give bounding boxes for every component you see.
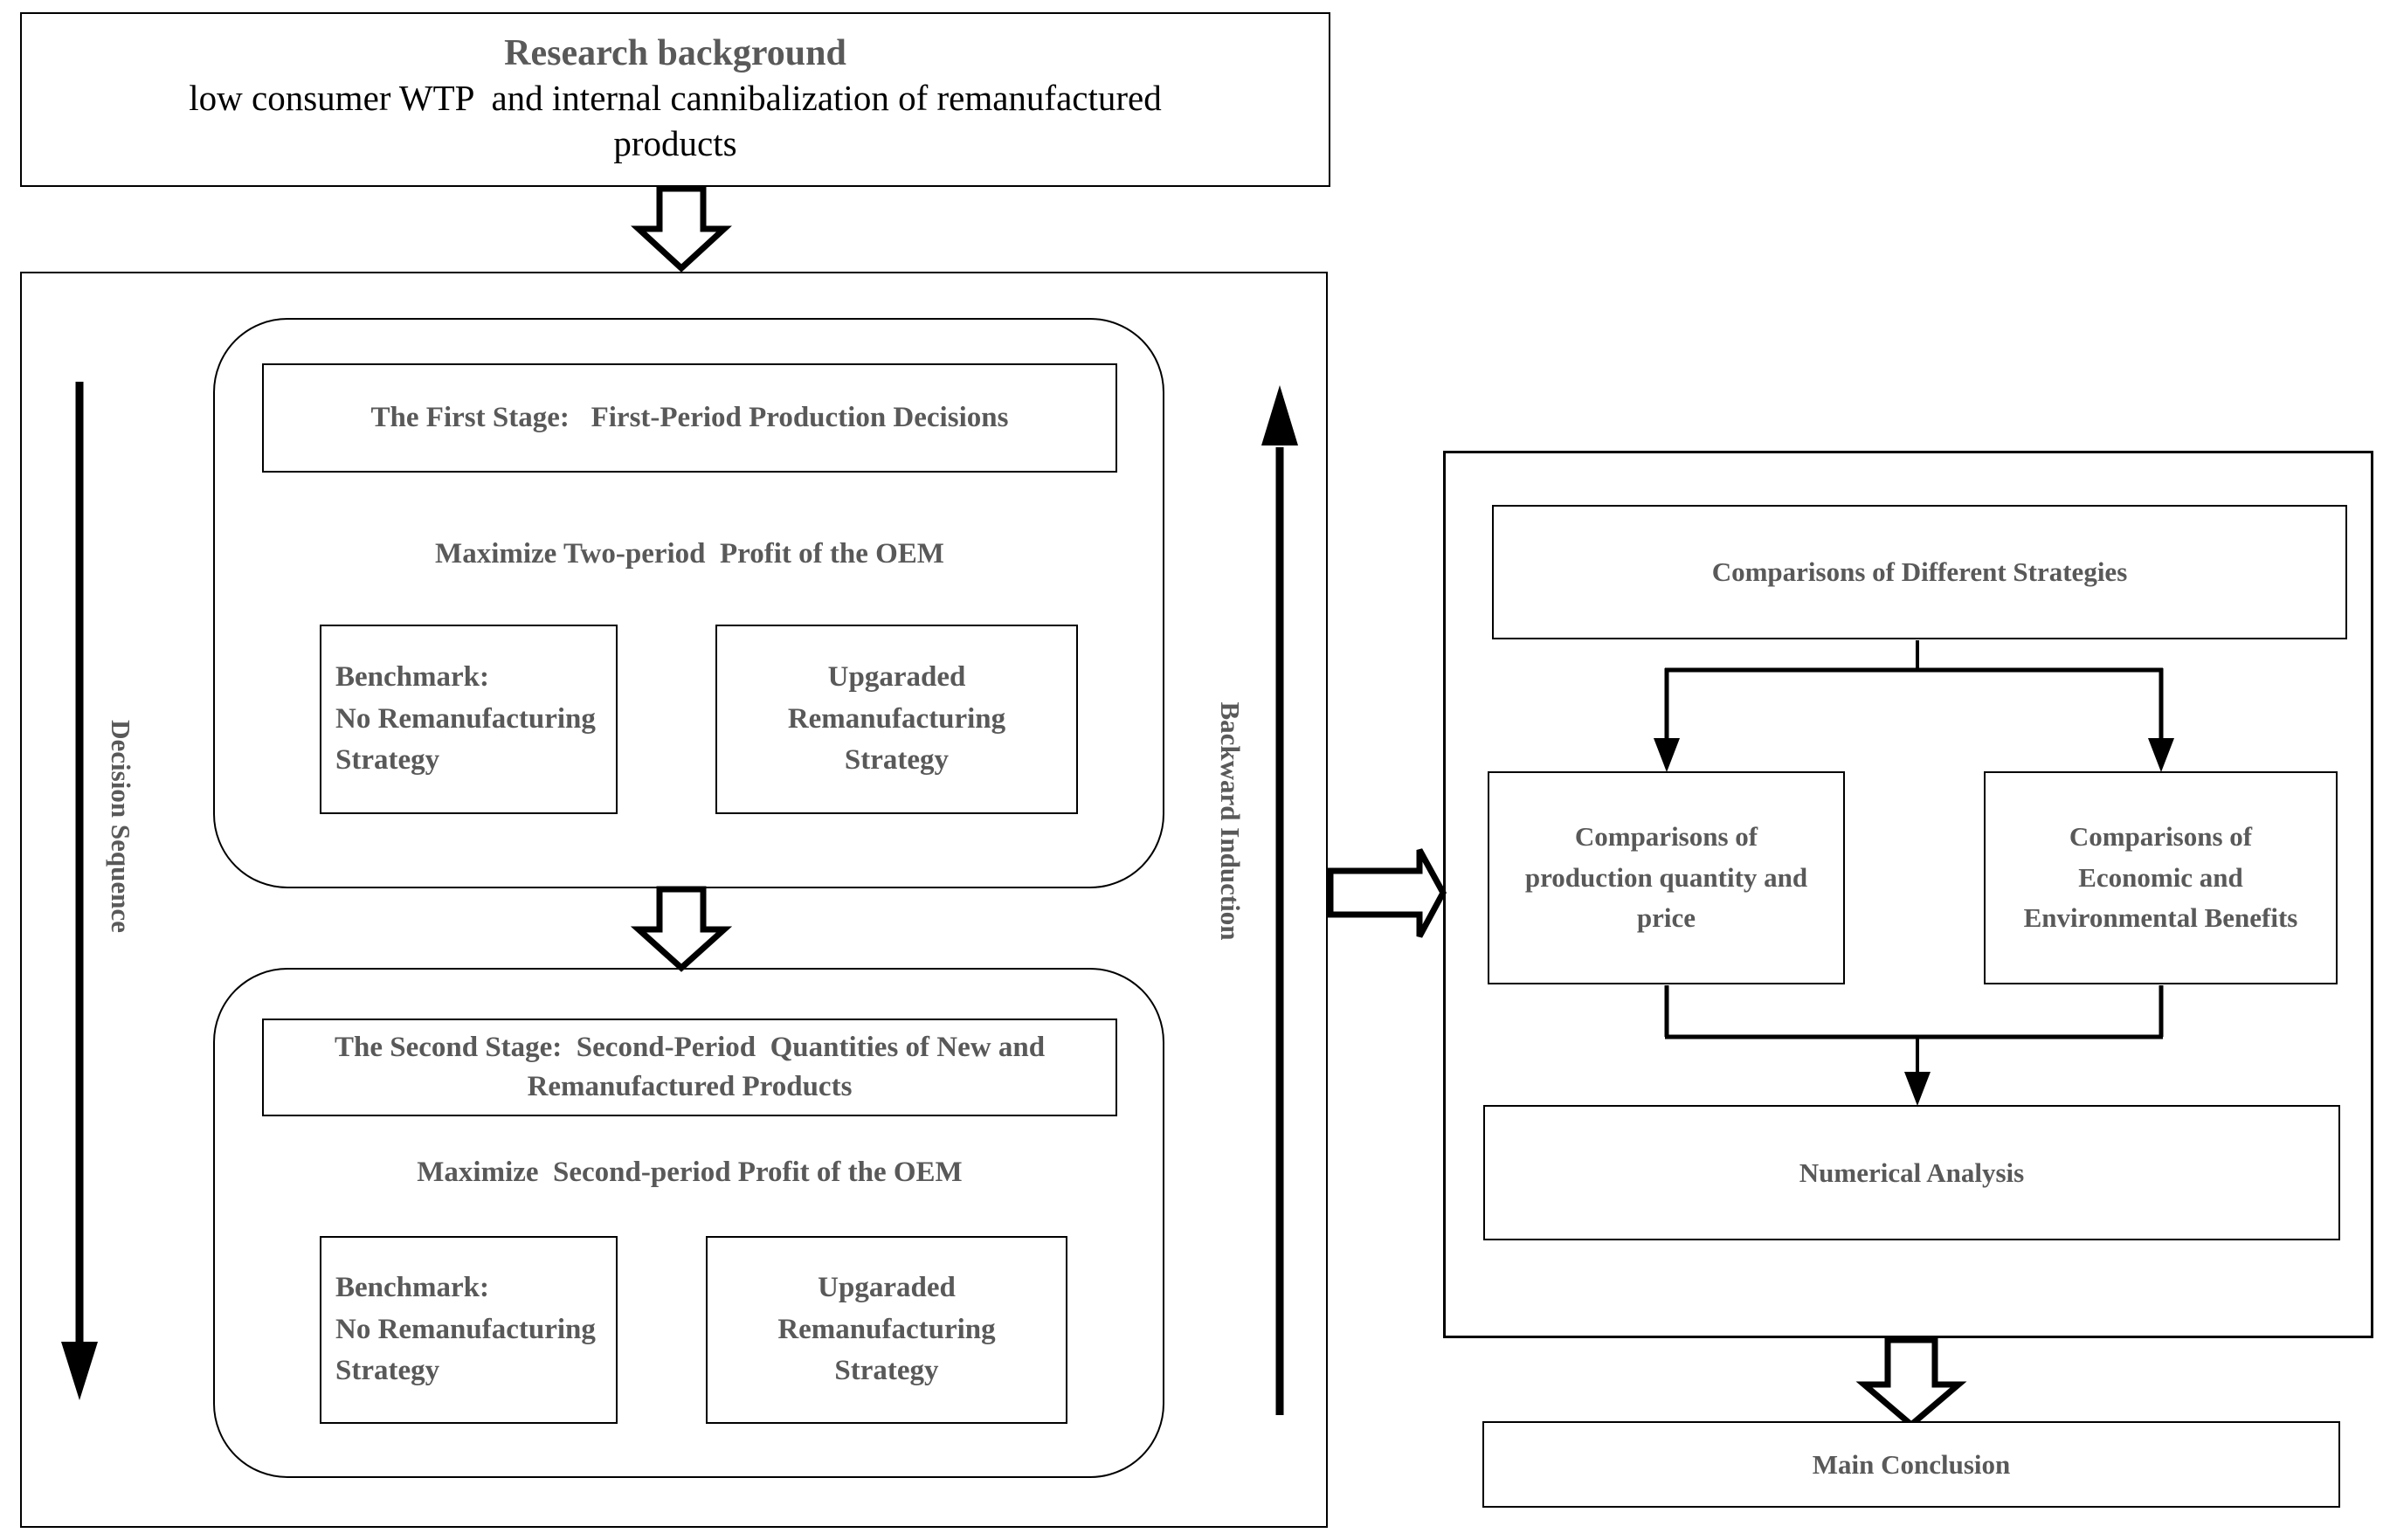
research-background-box: Research background low consumer WTP and… (20, 12, 1330, 187)
stage1-upgraded-box: Upgaraded Remanufacturing Strategy (715, 625, 1078, 814)
strategies-label: Comparisons of Different Strategies (1711, 556, 2128, 587)
decision-sequence-label: Decision Sequence (106, 720, 136, 933)
merge-arrowhead-icon (1904, 1072, 1931, 1106)
stage1-title-box: The First Stage: First-Period Production… (262, 363, 1117, 473)
stage1-upgraded-label: Upgaraded Remanufacturing Strategy (787, 660, 1006, 777)
comparison-benefits-label: Comparisons of Economic and Environmenta… (2023, 821, 2298, 934)
decision-sequence-arrowhead-icon (61, 1342, 98, 1400)
numerical-analysis-label: Numerical Analysis (1799, 1157, 2025, 1188)
main-conclusion-label: Main Conclusion (1812, 1448, 2011, 1480)
stage1-group (213, 318, 1164, 888)
branch-left-arrowhead-icon (1654, 738, 1680, 772)
comparison-quantity-label: Comparisons of production quantity and p… (1524, 821, 1808, 934)
comparison-benefits-box: Comparisons of Economic and Environmenta… (1984, 771, 2338, 984)
backward-induction-label: Backward Induction (1215, 701, 1246, 941)
stage2-benchmark-label: Benchmark: No Remanufacturing Strategy (335, 1271, 596, 1387)
stage2-upgraded-box: Upgaraded Remanufacturing Strategy (706, 1236, 1067, 1424)
main-conclusion-box: Main Conclusion (1482, 1421, 2340, 1508)
stage2-title: The Second Stage: Second-Period Quantiti… (334, 1032, 1046, 1102)
comparison-container (1443, 451, 2373, 1338)
flow-down-arrow-icon (1855, 1336, 1967, 1429)
research-background-subtitle: low consumer WTP and internal cannibaliz… (189, 77, 1162, 164)
numerical-analysis-box: Numerical Analysis (1483, 1105, 2340, 1240)
stage1-title: The First Stage: First-Period Production… (370, 402, 1009, 433)
stage2-upgraded-label: Upgaraded Remanufacturing Strategy (777, 1271, 996, 1387)
stage1-benchmark-label: Benchmark: No Remanufacturing Strategy (335, 660, 596, 777)
flow-down-arrow-icon (631, 185, 732, 273)
strategies-box: Comparisons of Different Strategies (1492, 505, 2347, 639)
branch-right-arrowhead-icon (2148, 738, 2174, 772)
stage2-benchmark-box: Benchmark: No Remanufacturing Strategy (320, 1236, 618, 1424)
stage2-title-box: The Second Stage: Second-Period Quantiti… (262, 1019, 1117, 1116)
stage1-objective: Maximize Two-period Profit of the OEM (435, 537, 944, 570)
stage1-benchmark-box: Benchmark: No Remanufacturing Strategy (320, 625, 618, 814)
stage2-group (213, 968, 1164, 1478)
stage2-objective: Maximize Second-period Profit of the OEM (417, 1156, 963, 1188)
comparison-quantity-box: Comparisons of production quantity and p… (1488, 771, 1845, 984)
decision-model-container (20, 272, 1328, 1528)
backward-induction-arrowhead-icon (1261, 385, 1298, 445)
flow-right-arrow-icon (1327, 848, 1447, 938)
research-background-title: Research background (504, 33, 846, 74)
flow-down-arrow-icon (630, 886, 733, 972)
